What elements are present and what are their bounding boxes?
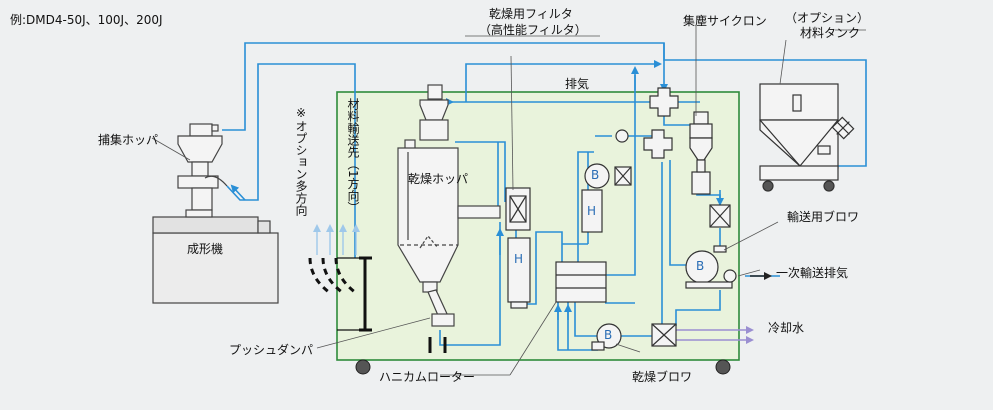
option-multi-label: ※オプション多方向 bbox=[294, 106, 308, 216]
transport-blower-label: 輸送用ブロワ bbox=[787, 210, 860, 224]
honeycomb-rotor-label: ハニカムローター bbox=[379, 370, 476, 384]
cooling-water-arrows bbox=[676, 326, 754, 344]
transport-valve bbox=[709, 204, 731, 228]
heater-1 bbox=[507, 237, 531, 309]
unit-wheels bbox=[355, 359, 731, 375]
dryer-unit-frame bbox=[336, 91, 740, 361]
regen-blower-symbol: B bbox=[591, 168, 600, 182]
dry-blower-label: 乾燥ブロワ bbox=[632, 370, 693, 384]
dry-filter-label-1: 乾燥用フィルタ bbox=[489, 7, 573, 21]
drying-hopper-label: 乾燥ホッパ bbox=[408, 172, 469, 186]
push-damper-label: プッシュダンパ bbox=[229, 343, 314, 357]
capture-hopper-unit bbox=[177, 123, 228, 218]
drying-hopper bbox=[397, 84, 501, 327]
capture-hopper-label: 捕集ホッパ bbox=[98, 133, 159, 147]
heater-2-symbol: H bbox=[587, 204, 597, 218]
cooling-water-label: 冷却水 bbox=[768, 321, 805, 335]
dust-cyclone bbox=[689, 111, 713, 195]
regen-blower bbox=[584, 163, 632, 189]
exhaust-label: 排気 bbox=[565, 77, 590, 91]
option-tank-label-1: （オプション） bbox=[785, 11, 870, 25]
dry-blower-unit bbox=[591, 323, 622, 351]
dry-blower-symbol: B bbox=[604, 328, 613, 342]
molding-machine bbox=[152, 216, 279, 304]
honeycomb-rotor bbox=[555, 261, 607, 303]
transport-blower-symbol: B bbox=[696, 259, 705, 273]
molding-machine-label: 成形機 bbox=[187, 242, 224, 256]
valve-circle bbox=[615, 129, 629, 143]
option-tank-label-2: 材料タンク bbox=[800, 26, 861, 40]
dry-filter bbox=[505, 187, 531, 231]
example-model-text: 例:DMD4-50J、100J、200J bbox=[10, 13, 163, 27]
heater-1-symbol: H bbox=[514, 252, 524, 266]
heater-2 bbox=[581, 189, 603, 233]
material-tank bbox=[759, 83, 855, 192]
option-dashed-lines bbox=[308, 257, 357, 295]
option-multi-arrows bbox=[313, 224, 360, 255]
cooling-box bbox=[651, 323, 677, 347]
material-dest-label: 材料輸送先（1方向） bbox=[346, 98, 360, 214]
primary-exhaust-label: 一次輸送排気 bbox=[776, 266, 849, 280]
leader-lines bbox=[151, 26, 866, 376]
dry-filter-label-2: （高性能フィルタ） bbox=[479, 23, 587, 37]
cross-valves bbox=[643, 87, 679, 159]
cyclone-label: 集塵サイクロン bbox=[683, 14, 767, 28]
transport-blower bbox=[685, 245, 737, 289]
